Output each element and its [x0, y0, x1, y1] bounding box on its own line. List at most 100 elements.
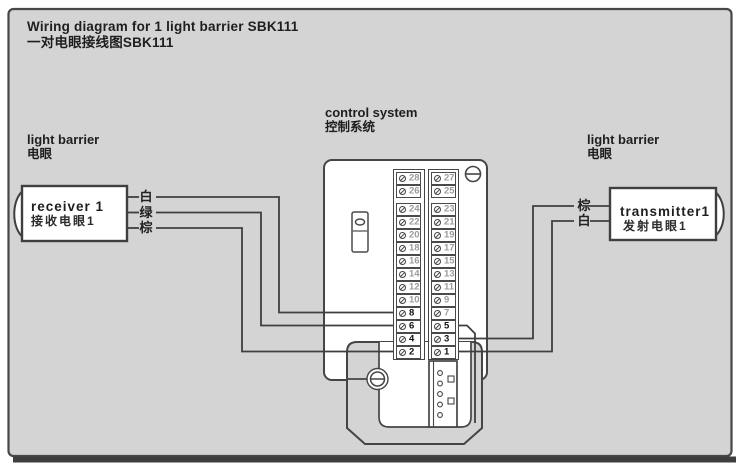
screw-terminal-icon [434, 188, 441, 195]
terminal-cell-23: 23 [430, 203, 456, 216]
screw-terminal-icon [434, 206, 441, 213]
terminal-number: 26 [409, 185, 420, 197]
terminal-number: 20 [409, 229, 420, 241]
screw-terminal-icon [434, 323, 441, 330]
terminal-number: 9 [444, 294, 450, 306]
terminal-cell-5: 5 [430, 320, 456, 333]
terminal-cell-27: 27 [430, 172, 456, 185]
control-system-label-zh: 控制系统 [325, 120, 376, 134]
terminal-number: 3 [444, 333, 450, 345]
screw-terminal-icon [434, 297, 441, 304]
terminal-cell-18: 18 [395, 242, 421, 255]
transmitter-box [608, 186, 718, 242]
screw-terminal-icon [434, 245, 441, 252]
wire-green-terminal6 [156, 211, 393, 327]
wire-white-terminal1 [459, 220, 574, 353]
screw-terminal-icon [399, 297, 406, 304]
terminal-cell-25: 25 [430, 185, 456, 198]
terminal-cell-28: 28 [395, 172, 421, 185]
terminal-cell-15: 15 [430, 255, 456, 268]
terminal-cell-20: 20 [395, 229, 421, 242]
terminal-number: 23 [444, 203, 455, 215]
terminal-number: 28 [409, 172, 420, 184]
plug-connector [428, 360, 458, 428]
terminal-cell-17: 17 [430, 242, 456, 255]
terminal-number: 25 [444, 185, 455, 197]
terminal-cell-16: 16 [395, 255, 421, 268]
right-section-label-zh: 电眼 [587, 147, 613, 161]
terminal-number: 27 [444, 172, 455, 184]
terminal-number: 11 [444, 281, 455, 293]
wire-label-brown-right: 棕 [577, 198, 591, 213]
terminal-cell-6: 6 [395, 320, 421, 333]
terminal-number: 4 [409, 333, 415, 345]
terminal-cell-1: 1 [430, 346, 456, 359]
terminal-number: 6 [409, 320, 415, 332]
case-screw-icon [464, 165, 482, 183]
transmitter-name-zh: 发射电眼1 [623, 219, 688, 233]
terminal-cell-26: 26 [395, 185, 421, 198]
screw-terminal-icon [399, 336, 406, 343]
left-section-label-en: light barrier [27, 132, 100, 147]
screw-terminal-icon [399, 219, 406, 226]
terminal-cell-11: 11 [430, 281, 456, 294]
terminal-cell-3: 3 [430, 333, 456, 346]
title-line-zh: 一对电眼接线图SBK111 [27, 35, 174, 50]
receiver-name-zh: 接收电眼1 [31, 214, 96, 228]
screw-terminal-icon [399, 245, 406, 252]
terminal-cell-21: 21 [430, 216, 456, 229]
wire-label-green-left: 绿 [139, 204, 153, 220]
jumper-switch-icon [351, 211, 369, 253]
transmitter-name-en: transmitter1 [620, 204, 711, 219]
screw-terminal-icon [434, 258, 441, 265]
screw-terminal-icon [399, 310, 406, 317]
wire-label-white-right: 白 [577, 213, 591, 228]
terminal-cell-4: 4 [395, 333, 421, 346]
terminal-cell-13: 13 [430, 268, 456, 281]
screw-terminal-icon [399, 349, 406, 356]
wire-label-brown-left: 棕 [139, 220, 153, 235]
terminal-number: 7 [444, 307, 450, 319]
wire-label-white-left: 白 [139, 189, 153, 204]
screw-terminal-icon [399, 206, 406, 213]
screw-terminal-icon [399, 232, 406, 239]
terminal-number: 15 [444, 255, 455, 267]
terminal-number: 10 [409, 294, 420, 306]
screw-terminal-icon [434, 271, 441, 278]
right-section-label-en: light barrier [587, 132, 660, 147]
terminal-number: 17 [444, 242, 455, 254]
terminal-number: 14 [409, 268, 420, 280]
terminal-number: 19 [444, 229, 455, 241]
wires [127, 196, 610, 423]
terminal-cell-10: 10 [395, 294, 421, 307]
left-section-label-zh: 电眼 [27, 147, 53, 161]
screw-terminal-icon [434, 219, 441, 226]
wire-brown-terminal3 [459, 205, 574, 340]
terminal-number: 2 [409, 346, 415, 358]
wire-brown-terminal2 [156, 227, 393, 353]
screw-terminal-icon [399, 284, 406, 291]
terminal-number: 5 [444, 320, 450, 332]
terminal-cell-19: 19 [430, 229, 456, 242]
terminal-number: 24 [409, 203, 420, 215]
housing-screw-icon [369, 371, 386, 387]
terminal-cell-14: 14 [395, 268, 421, 281]
wire-terminal5 [459, 324, 476, 423]
terminal-number: 18 [409, 242, 420, 254]
terminal-number: 16 [409, 255, 420, 267]
receiver-name-en: receiver 1 [31, 199, 105, 214]
screw-terminal-icon [434, 232, 441, 239]
terminal-cell-2: 2 [395, 346, 421, 359]
screw-terminal-icon [399, 258, 406, 265]
terminal-number: 1 [444, 346, 450, 358]
terminal-cell-12: 12 [395, 281, 421, 294]
screw-terminal-icon [399, 175, 406, 182]
screw-terminal-icon [399, 271, 406, 278]
terminal-cell-9: 9 [430, 294, 456, 307]
receiver-box [20, 184, 129, 243]
title-line-en: Wiring diagram for 1 light barrier SBK11… [27, 19, 299, 34]
terminal-cell-22: 22 [395, 216, 421, 229]
screw-terminal-icon [434, 175, 441, 182]
control-system-label-en: control system [325, 105, 418, 120]
